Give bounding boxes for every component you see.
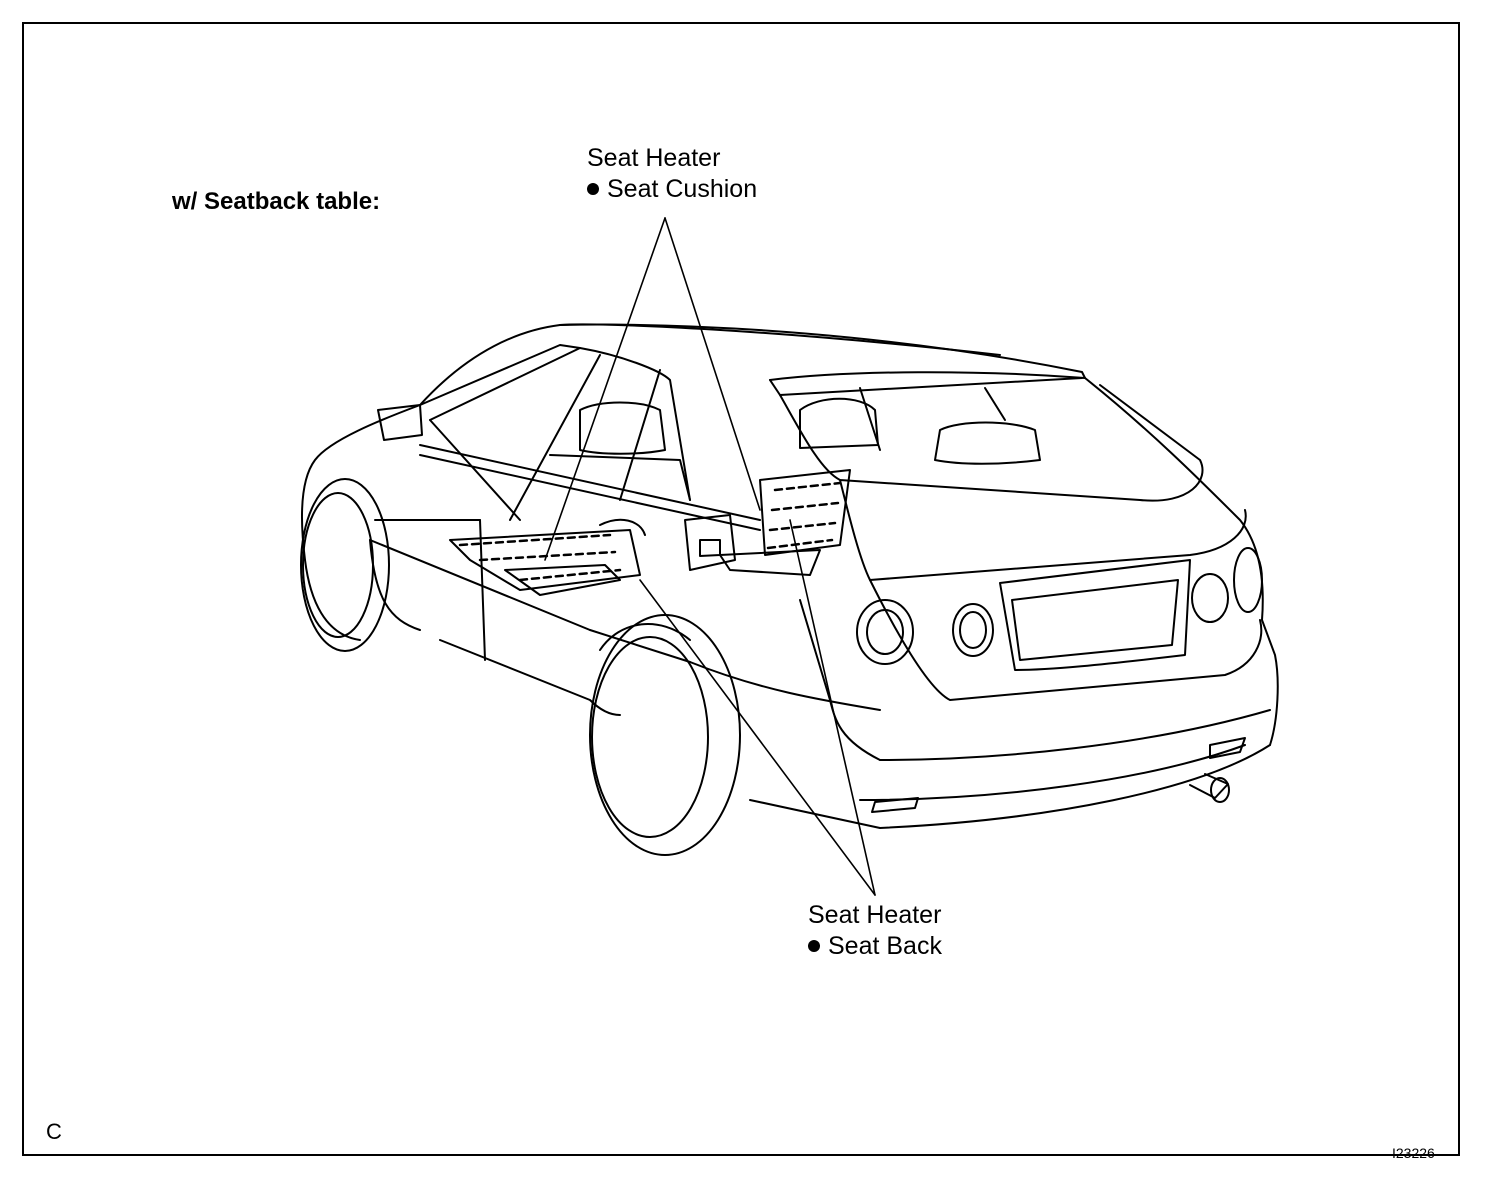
callout-seat-back: Seat Back	[808, 931, 942, 962]
callout-seat-heater-cushion-title: Seat Heater	[587, 144, 721, 172]
figure-frame	[22, 22, 1460, 1156]
figure-code: I23226	[1392, 1145, 1435, 1161]
callout-seat-cushion-text: Seat Cushion	[607, 175, 758, 203]
wheels	[300, 478, 741, 856]
variant-label: w/ Seatback table:	[172, 188, 381, 215]
callout-seat-back-text: Seat Back	[828, 932, 942, 960]
car-body-outline	[301, 323, 1279, 829]
callout-leaders	[544, 217, 876, 896]
callout-seat-heater-back-title: Seat Heater	[808, 901, 942, 929]
bullet-icon	[587, 183, 599, 195]
seat-heater-elements	[458, 481, 842, 582]
callout-seat-cushion: Seat Cushion	[587, 174, 757, 205]
bullet-icon	[808, 940, 820, 952]
corner-letter: C	[46, 1119, 62, 1144]
